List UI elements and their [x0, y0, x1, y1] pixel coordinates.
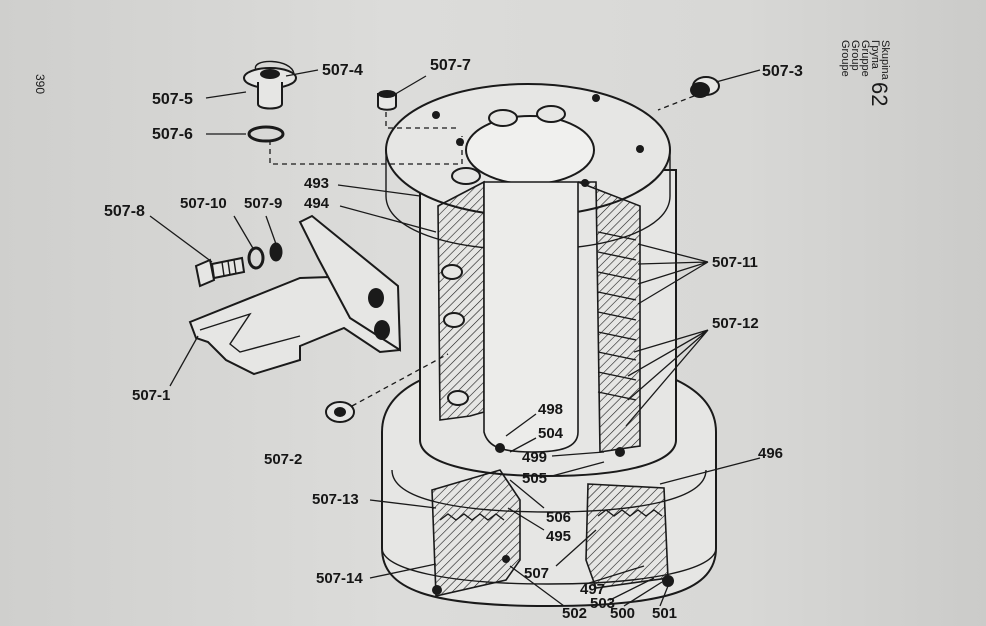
ring-seals — [597, 231, 637, 401]
callout-504: 504 — [538, 425, 564, 442]
callout-507-2: 507-2 — [264, 451, 302, 468]
callout-500: 500 — [610, 605, 635, 622]
callout-507-11: 507-11 — [712, 254, 758, 271]
callout-507-6: 507-6 — [152, 126, 193, 143]
callout-494: 494 — [304, 195, 330, 212]
assembly-line-507-6 — [269, 136, 463, 165]
group-name-4: Groupe — [839, 40, 851, 77]
plug-507-2 — [325, 401, 355, 423]
callout-503: 503 — [590, 595, 615, 612]
callout-502: 502 — [562, 605, 587, 622]
assembly-line-507-2 — [351, 353, 449, 407]
fitting-507-5 — [243, 60, 297, 110]
callout-507-3: 507-3 — [762, 63, 803, 80]
callout-507-1: 507-1 — [132, 387, 170, 404]
callout-507-14: 507-14 — [316, 570, 363, 587]
group-name-2: Gruppe — [859, 40, 871, 77]
callout-505: 505 — [522, 470, 547, 487]
group-label: 62 Skupina Група Gruppe Group Groupe — [839, 40, 892, 106]
callout-507-13: 507-13 — [312, 491, 359, 508]
group-name-3: Group — [849, 40, 861, 71]
callout-507-7: 507-7 — [430, 57, 471, 74]
page-number: 390 — [33, 74, 47, 94]
callout-499: 499 — [522, 449, 547, 466]
callout-507: 507 — [524, 565, 549, 582]
flange-bore — [465, 115, 595, 185]
callout-506: 506 — [546, 509, 571, 526]
leader-lines — [149, 69, 761, 607]
flange-bolt-holes — [432, 94, 644, 187]
group-name-1: Група — [869, 40, 881, 70]
callout-495: 495 — [546, 528, 571, 545]
inner-bore — [483, 181, 579, 453]
callout-501: 501 — [652, 605, 677, 622]
lower-piston-left — [431, 469, 521, 597]
callout-507-8: 507-8 — [104, 203, 145, 220]
bracket-507-1 — [188, 214, 402, 376]
left-wall-section — [437, 180, 485, 421]
group-name-0: Skupina — [879, 40, 891, 81]
callout-498: 498 — [538, 401, 563, 418]
bolt-507-8 — [194, 256, 246, 288]
plug-507-7 — [377, 93, 397, 111]
washer-507-6 — [247, 125, 285, 143]
callout-507-10: 507-10 — [180, 195, 227, 212]
callout-496: 496 — [758, 445, 783, 462]
callout-497: 497 — [580, 581, 605, 598]
callout-507-12: 507-12 — [712, 315, 759, 332]
assembly-line-507-3 — [657, 95, 695, 111]
lower-piston-right — [585, 483, 669, 589]
callout-507-4: 507-4 — [322, 62, 363, 79]
cylinder-assembly — [381, 83, 717, 608]
callout-493: 493 — [304, 175, 329, 192]
assembly-line-507-7 — [385, 112, 458, 129]
washer-507-9 — [269, 242, 283, 262]
callout-507-5: 507-5 — [152, 91, 193, 108]
callout-507-9: 507-9 — [244, 195, 282, 212]
plug-507-3 — [690, 76, 720, 98]
washer-507-10 — [247, 246, 265, 270]
side-plugs — [441, 264, 469, 406]
group-number: 62 — [867, 82, 892, 106]
